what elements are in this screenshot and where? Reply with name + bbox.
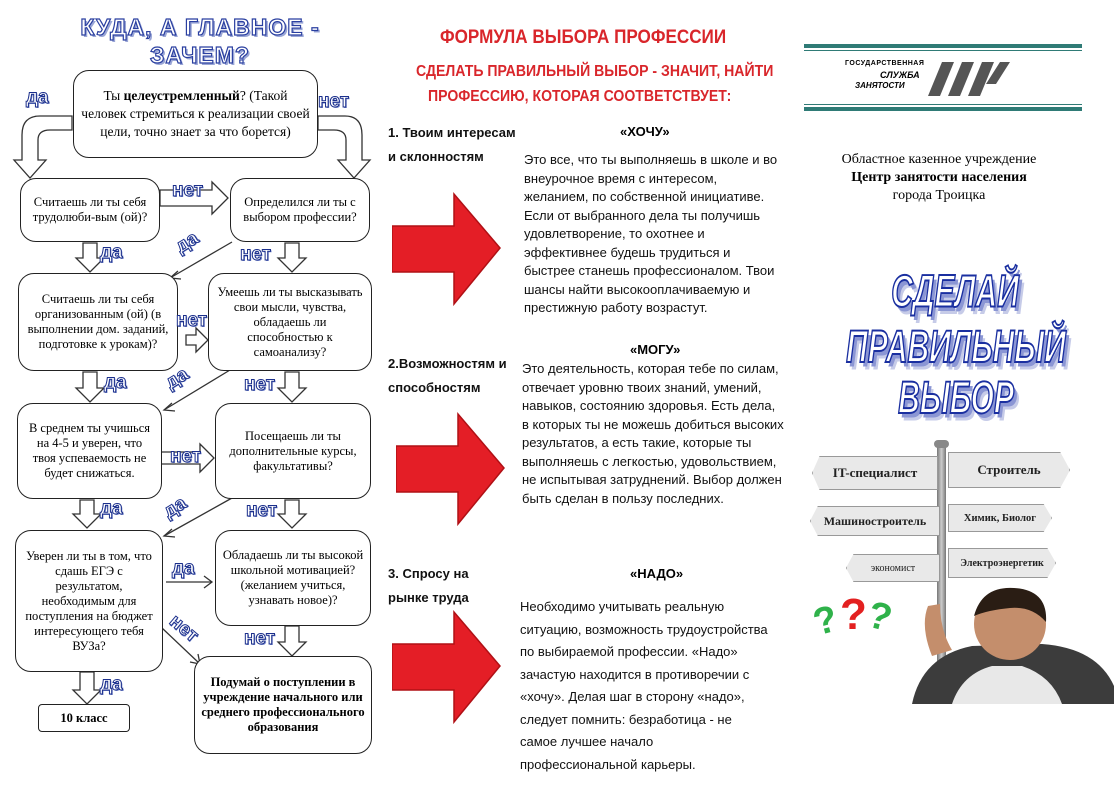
formula-subtitle-line2: ПРОФЕССИЮ, КОТОРАЯ СООТВЕТСТВУЕТ: xyxy=(428,88,732,105)
section3-text: Необходимо учитывать реальную ситуацию, … xyxy=(520,599,768,772)
logo-bottom-rule xyxy=(804,107,1082,111)
section1-text: Это все, что ты выполняешь в школе и во … xyxy=(524,152,778,315)
sign-builder: Строитель xyxy=(948,452,1070,488)
flow-title-line1: КУДА, А ГЛАВНОЕ - xyxy=(80,13,320,40)
section2-heading: «МОГУ» xyxy=(630,342,681,357)
question-mark-icon: ? xyxy=(808,597,843,645)
org-line2: Центр занятости населения xyxy=(851,170,1027,185)
sign-machine-builder: Машиностроитель xyxy=(810,506,940,536)
logo-top-rule xyxy=(804,44,1082,48)
no-label: нет xyxy=(243,628,276,650)
red-arrow-icon xyxy=(396,411,505,527)
org-line3: города Троицка xyxy=(892,188,986,203)
no-label: нет xyxy=(175,310,208,332)
section1-label: 1. Твоим интересам и склонностям xyxy=(388,125,516,164)
yes-label: да xyxy=(104,372,128,394)
sign-economist: экономист xyxy=(846,554,940,582)
hardworking-question-box: Считаешь ли ты себя трудолюби-вым (ой)? xyxy=(20,178,160,242)
red-arrow-icon xyxy=(392,191,501,307)
result-10-class-box: 10 класс xyxy=(38,704,130,732)
yes-label: да xyxy=(100,498,124,520)
section1-heading: «ХОЧУ» xyxy=(620,124,670,139)
red-arrow-icon xyxy=(392,609,501,725)
express-question-box: Умеешь ли ты высказывать свои мысли, чув… xyxy=(208,273,372,371)
thinking-man-illustration xyxy=(912,587,1114,704)
no-label: нет xyxy=(169,446,202,468)
result-spo-box: Подумай о поступлении в учреждение начал… xyxy=(194,656,372,754)
no-label: нет xyxy=(317,91,350,113)
no-label: нет xyxy=(243,374,276,396)
courses-question-box: Посещаешь ли ты дополнительные курсы, фа… xyxy=(215,403,371,499)
headline-line1: СДЕЛАЙ xyxy=(891,267,1020,318)
sign-chemist-biologist: Химик, Биолог xyxy=(948,504,1052,532)
logo-text-line3: ЗАНЯТОСТИ xyxy=(855,81,905,90)
decided-question-box: Определился ли ты с выбором профессии? xyxy=(230,178,370,242)
no-label: нет xyxy=(171,180,204,202)
formula-title: ФОРМУЛА ВЫБОРА ПРОФЕССИИ xyxy=(440,27,727,48)
start-question-box: Ты целеустремленный? (Такой человек стре… xyxy=(73,70,318,158)
no-label: нет xyxy=(245,500,278,522)
signpost-pole xyxy=(937,446,946,696)
motivation-question-box: Обладаешь ли ты высокой школьной мотивац… xyxy=(215,530,371,626)
grades-question-box: В среднем ты учишься на 4-5 и уверен, чт… xyxy=(17,403,162,499)
section2-label: 2.Возможностям и способностям xyxy=(388,356,507,395)
section3-heading: «НАДО» xyxy=(630,566,684,581)
org-line1: Областное казенное учреждение xyxy=(841,152,1037,167)
headline-line2: ПРАВИЛЬНЫЙ ВЫБОР xyxy=(845,322,1066,424)
logo-text-line2: СЛУЖБА xyxy=(880,70,920,80)
yes-label: да xyxy=(100,674,124,696)
sign-it-specialist: IT-специалист xyxy=(812,456,938,490)
ege-question-box: Уверен ли ты в том, что сдашь ЕГЭ с резу… xyxy=(15,530,163,672)
agency-logo-icon xyxy=(928,62,1010,96)
logo-top-rule xyxy=(804,50,1082,51)
section2-text: Это деятельность, которая тебе по силам,… xyxy=(522,361,784,506)
formula-subtitle-line1: СДЕЛАТЬ ПРАВИЛЬНЫЙ ВЫБОР - ЗНАЧИТ, НАЙТИ xyxy=(416,63,774,80)
signpost-cap xyxy=(934,440,949,448)
flow-title-line2: ЗАЧЕМ? xyxy=(149,41,250,68)
organized-question-box: Считаешь ли ты себя организованным (ой) … xyxy=(18,273,178,371)
no-label: нет xyxy=(239,244,272,266)
yes-label: да xyxy=(172,558,196,580)
logo-text-line1: ГОСУДАРСТВЕННАЯ xyxy=(845,60,925,67)
flow-connectors xyxy=(12,115,372,705)
yes-label: да xyxy=(26,87,50,109)
logo-bottom-rule xyxy=(804,104,1082,105)
yes-label: да xyxy=(100,242,124,264)
sign-power-engineer: Электроэнергетик xyxy=(948,548,1056,578)
question-mark-icon: ? xyxy=(840,590,867,639)
section3-label: 3. Спросу на рынке труда xyxy=(388,566,469,605)
